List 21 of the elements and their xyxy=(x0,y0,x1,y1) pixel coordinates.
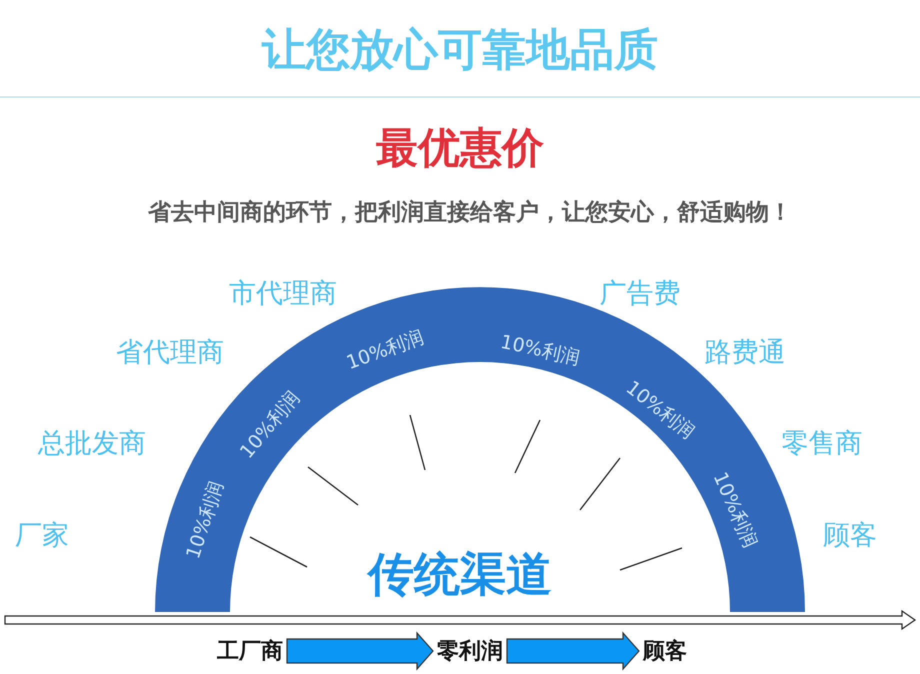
stage-label: 路费通 xyxy=(704,336,786,370)
profit-label: 10%利润 xyxy=(342,324,428,376)
flow-label: 顾客 xyxy=(643,636,687,666)
profit-label: 10%利润 xyxy=(181,478,229,562)
profit-label: 10%利润 xyxy=(498,330,582,372)
profit-label: 10%利润 xyxy=(708,468,762,552)
flow-label: 零利润 xyxy=(437,636,503,666)
block-arrow xyxy=(506,631,640,671)
stage-label: 总批发商 xyxy=(38,427,146,461)
stage-label: 省代理商 xyxy=(116,336,224,370)
stage-label: 零售商 xyxy=(782,427,862,461)
block-arrow xyxy=(286,631,434,671)
title: 让您放心可靠地品质 xyxy=(262,24,658,78)
channel-label: 传统渠道 xyxy=(368,546,552,603)
stage-label: 厂家 xyxy=(15,519,69,553)
stage-label: 顾客 xyxy=(823,519,877,553)
tagline: 省去中间商的环节，把利润直接给客户，让您安心，舒适购物！ xyxy=(148,198,792,228)
stage-label: 市代理商 xyxy=(229,277,337,311)
stage-label: 广告费 xyxy=(600,277,680,311)
heading: 最优惠价 xyxy=(376,122,544,174)
flow-label: 工厂商 xyxy=(217,636,283,666)
